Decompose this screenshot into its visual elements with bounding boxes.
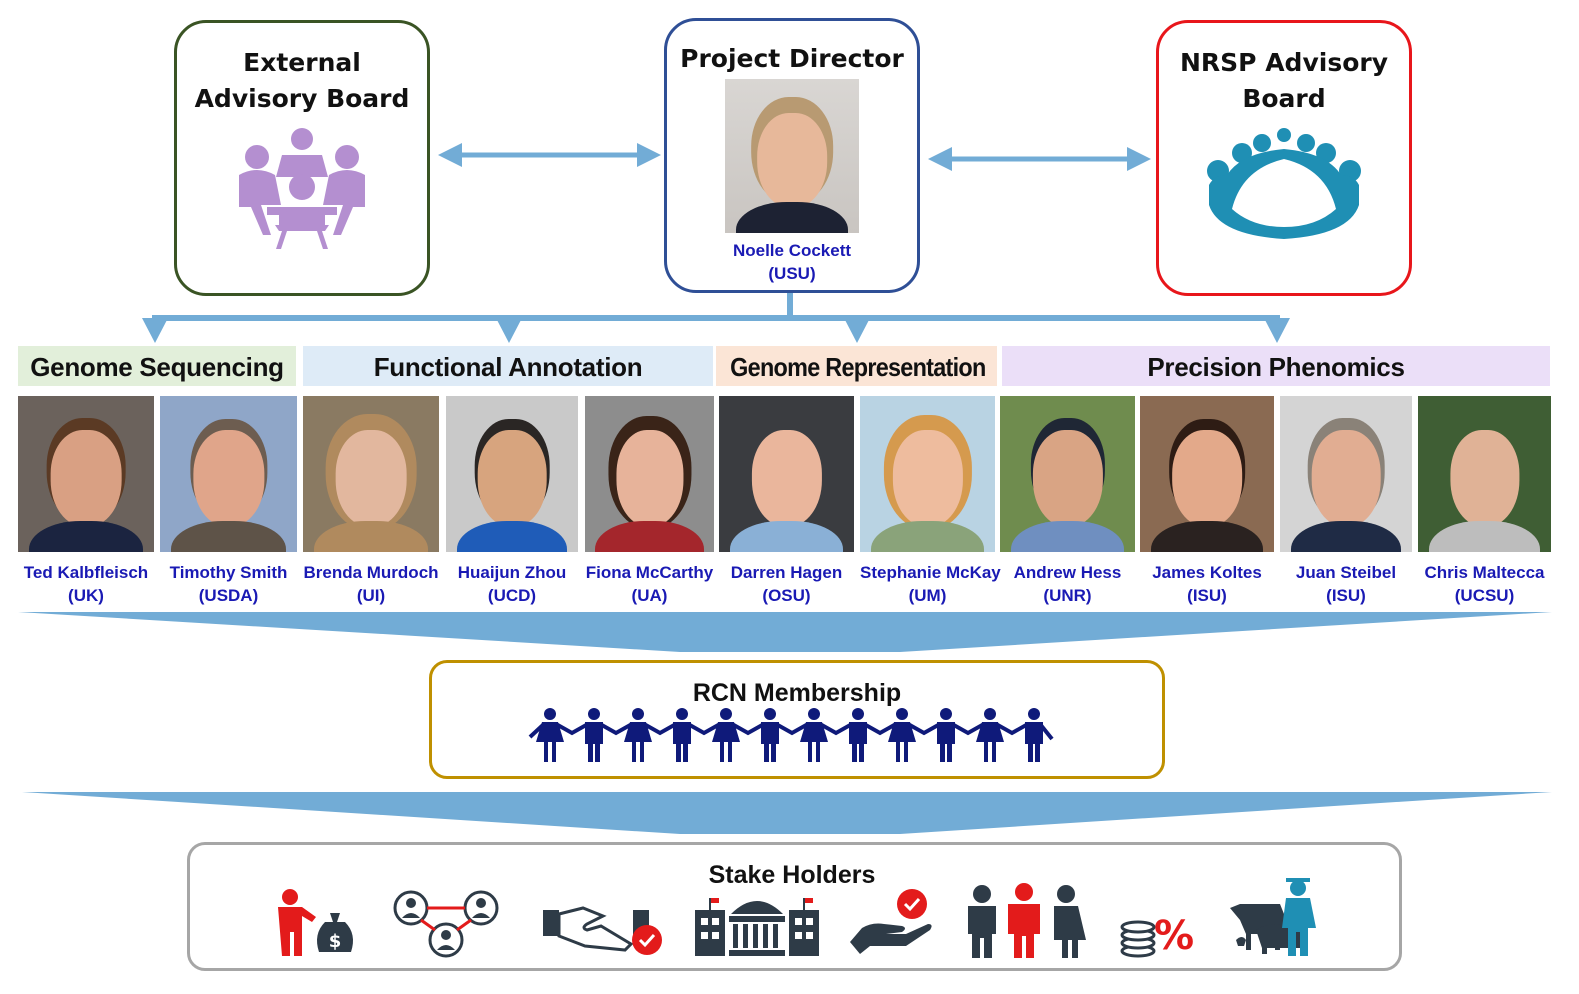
member-figure-icon <box>800 708 853 762</box>
meeting-group-icon <box>239 128 365 249</box>
people-group-icon <box>968 883 1086 958</box>
director-name: Noelle Cockett <box>732 241 852 260</box>
person-card: Stephanie McKay (UM) <box>860 396 1001 607</box>
person-affiliation: (USDA) <box>198 586 259 605</box>
category-band-genome-representation: Genome Representation <box>716 346 997 386</box>
svg-text:%: % <box>1154 913 1194 959</box>
investor-icon: $ <box>278 889 353 956</box>
person-affiliation: (UNR) <box>1043 586 1092 605</box>
member-figure-icon <box>1025 708 1054 762</box>
person-affiliation: (ISU) <box>1187 586 1227 605</box>
person-photo <box>446 396 578 552</box>
government-buildings-icon <box>695 898 819 956</box>
category-precision-phenomics: Precision Phenomics <box>1147 352 1405 382</box>
person-name: Brenda Murdoch <box>303 563 439 582</box>
person-name: Timothy Smith <box>169 563 288 582</box>
funnel-to-stakeholders <box>22 792 1552 834</box>
member-figure-icon <box>528 708 589 762</box>
person-photo <box>1140 396 1274 552</box>
person-photo <box>860 396 995 552</box>
boardroom-table-icon <box>1207 128 1361 239</box>
title-line2: Board <box>1242 84 1326 113</box>
person-photo <box>18 396 154 552</box>
member-figure-icon <box>976 708 1029 762</box>
person-card: Timothy Smith (USDA) <box>160 396 297 607</box>
person-photo <box>1000 396 1135 552</box>
person-photo <box>303 396 439 552</box>
person-name: Chris Maltecca <box>1424 563 1545 582</box>
title-line2: Advisory Board <box>194 84 410 113</box>
livestock-farmer-icon <box>1230 878 1316 956</box>
person-photo <box>1280 396 1412 552</box>
person-photo <box>719 396 854 552</box>
svg-text:$: $ <box>329 931 342 952</box>
person-card: Brenda Murdoch (UI) <box>303 396 439 607</box>
person-card: James Koltes (ISU) <box>1140 396 1274 607</box>
member-figure-icon <box>624 708 677 762</box>
stakeholders-box: Stake Holders <box>187 842 1402 971</box>
person-name: Fiona McCarthy <box>585 563 714 582</box>
category-band-genome-sequencing: Genome Sequencing <box>18 346 296 386</box>
title-line1: External <box>243 48 361 77</box>
person-name: Darren Hagen <box>730 563 843 582</box>
person-affiliation: (UM) <box>908 586 947 605</box>
person-name: Andrew Hess <box>1013 563 1122 582</box>
member-figure-icon <box>712 708 765 762</box>
person-affiliation: (UCD) <box>487 586 537 605</box>
membership-title: RCN Membership <box>692 679 902 707</box>
director-affiliation: (USU) <box>768 264 816 283</box>
member-figure-icon <box>849 708 897 762</box>
double-arrow-left <box>438 143 661 167</box>
person-card: Andrew Hess (UNR) <box>1000 396 1135 607</box>
person-card: Chris Maltecca (UCSU) <box>1418 396 1551 607</box>
person-card: Fiona McCarthy (UA) <box>585 396 714 607</box>
category-genome-representation: Genome Representation <box>730 352 986 382</box>
project-director-title: Project Director <box>680 44 904 73</box>
director-photo <box>725 79 859 233</box>
member-figure-icon <box>937 708 985 762</box>
member-figure-icon <box>673 708 721 762</box>
double-arrow-right <box>928 147 1151 171</box>
funnel-to-membership <box>18 612 1552 652</box>
person-card: Juan Steibel (ISU) <box>1280 396 1412 607</box>
member-figure-icon <box>585 708 633 762</box>
project-director-box: Project Director Noelle Cockett (USU) <box>664 18 920 293</box>
person-photo <box>1418 396 1551 552</box>
title-line1: NRSP Advisory <box>1180 48 1388 77</box>
person-photo <box>585 396 714 552</box>
handshake-icon <box>543 906 662 955</box>
person-affiliation: (UK) <box>68 586 104 605</box>
person-name: Stephanie McKay <box>860 563 1001 582</box>
person-card: Huaijun Zhou (UCD) <box>446 396 578 607</box>
person-affiliation: (ISU) <box>1326 586 1366 605</box>
person-name: Ted Kalbfleisch <box>23 563 149 582</box>
person-name: Huaijun Zhou <box>457 563 567 582</box>
person-photo <box>160 396 297 552</box>
people-chain-icon <box>528 708 1054 762</box>
member-figure-icon <box>888 708 941 762</box>
category-band-precision-phenomics: Precision Phenomics <box>1002 346 1550 386</box>
person-name: James Koltes <box>1152 563 1262 582</box>
rcn-membership-box: RCN Membership <box>429 660 1165 779</box>
network-people-icon <box>393 890 499 958</box>
person-card: Ted Kalbfleisch (UK) <box>18 396 154 607</box>
person-affiliation: (OSU) <box>762 586 811 605</box>
member-figure-icon <box>761 708 809 762</box>
person-affiliation: (UCSU) <box>1454 586 1515 605</box>
person-affiliation: (UA) <box>631 586 668 605</box>
stakeholders-title: Stake Holders <box>708 861 876 889</box>
category-genome-sequencing: Genome Sequencing <box>30 352 284 382</box>
person-name: Juan Steibel <box>1295 563 1397 582</box>
tree-connector <box>142 292 1290 343</box>
person-card: Darren Hagen (OSU) <box>719 396 854 607</box>
coins-percent-icon: % <box>1120 913 1194 959</box>
person-affiliation: (UI) <box>356 586 386 605</box>
category-functional-annotation: Functional Annotation <box>373 352 643 382</box>
hand-check-icon <box>850 889 932 954</box>
category-band-functional-annotation: Functional Annotation <box>303 346 713 386</box>
